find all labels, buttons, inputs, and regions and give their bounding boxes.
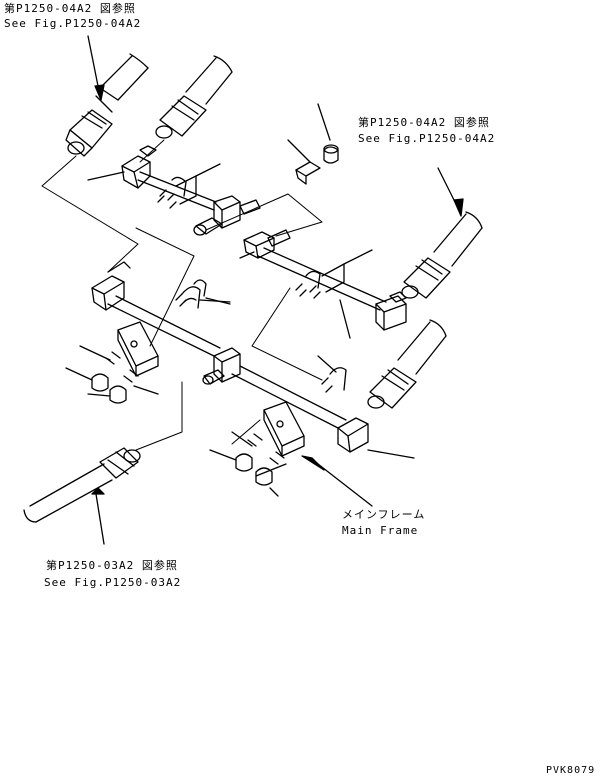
drawing-code: PVK8079 <box>546 765 596 776</box>
callout-top-right-en: See Fig.P1250-04A2 <box>358 132 496 145</box>
callout-main-frame-jp: メインフレーム <box>342 508 426 521</box>
hose-bottom-left <box>23 447 141 545</box>
clamp-right <box>317 355 347 393</box>
hose-right-lower <box>367 319 447 409</box>
callout-bottom-left-jp: 第P1250-03A2 図参照 <box>46 559 178 572</box>
callout-top-left-en: See Fig.P1250-04A2 <box>4 17 142 30</box>
hose-top-left-1 <box>65 53 149 157</box>
callout-top-left-jp: 第P1250-04A2 図参照 <box>4 2 136 15</box>
elbow-fitting-small <box>287 103 339 185</box>
callout-arrow-top-left <box>87 35 105 101</box>
clamp-left <box>181 286 231 309</box>
callout-top-right-jp: 第P1250-04A2 図参照 <box>358 116 490 129</box>
callout-bottom-left-en: See Fig.P1250-03A2 <box>44 576 182 589</box>
hose-top-right <box>401 167 483 299</box>
main-pipe <box>91 261 415 459</box>
mounting-plate-right <box>209 401 373 507</box>
tee-assembly-upper-left <box>87 145 261 236</box>
hose-top-left-2 <box>155 55 233 139</box>
connection-lines <box>41 139 323 451</box>
mounting-plate-left <box>65 321 159 404</box>
tee-assembly-upper-right <box>239 229 407 339</box>
callout-main-frame-en: Main Frame <box>342 524 419 537</box>
